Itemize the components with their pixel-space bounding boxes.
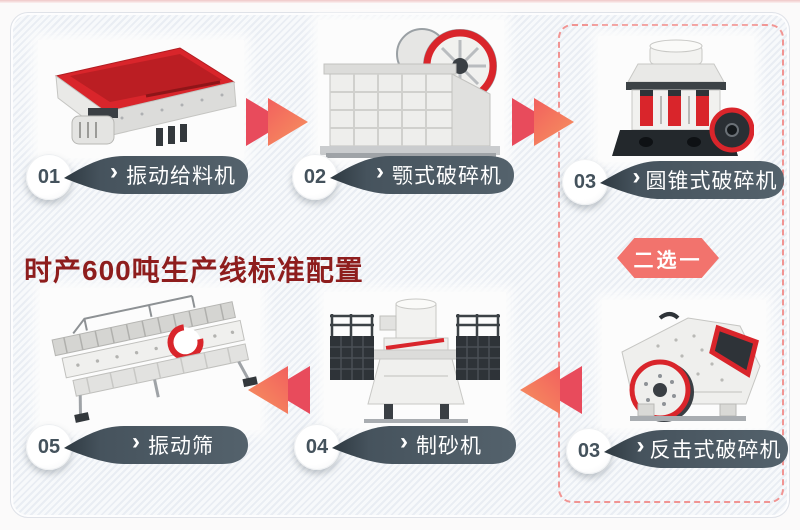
step-number-badge: 01: [26, 154, 72, 200]
label-pill: › 圆锥式破碎机: [598, 157, 786, 203]
step-number-badge: 05: [26, 424, 72, 470]
label-pill: › 颚式破碎机: [328, 152, 516, 198]
flow-arrow-right-icon: [512, 98, 574, 146]
impact-crusher-drawing: [621, 312, 761, 422]
step-number-badge: 03: [562, 159, 608, 205]
station-name: 颚式破碎机: [392, 165, 502, 188]
jaw-crusher-drawing: [320, 28, 500, 158]
sand-maker-image: [324, 292, 506, 428]
arrow-front-triangle: [534, 98, 574, 146]
page-top-accent-line: [0, 0, 800, 3]
station-label-cone-crusher: 03 › 圆锥式破碎机: [562, 155, 794, 207]
vibrating-feeder-image: [38, 40, 244, 158]
choice-group-box: [558, 24, 784, 503]
flow-arrow-left-icon: [248, 366, 310, 414]
vibrating-screen-drawing: [51, 294, 258, 423]
arrow-front-triangle: [520, 366, 560, 414]
vibrating-feeder-drawing: [54, 47, 237, 146]
step-number-badge: 04: [294, 424, 340, 470]
station-label-jaw-crusher: 02 › 颚式破碎机: [292, 150, 524, 202]
label-pill: › 振动筛: [62, 422, 250, 468]
station-name: 振动给料机: [126, 165, 236, 188]
page-title: 时产600吨生产线标准配置: [24, 255, 364, 286]
arrow-front-triangle: [268, 98, 308, 146]
arrow-front-triangle: [248, 366, 288, 414]
label-pill-shape: [64, 426, 248, 464]
flow-arrow-left-icon: [520, 366, 582, 414]
station-name: 制砂机: [416, 435, 482, 458]
cone-crusher-drawing: [612, 39, 754, 156]
station-label-vibrating-feeder: 01 › 振动给料机: [26, 150, 258, 202]
label-pill: › 制砂机: [330, 422, 518, 468]
label-pill-shape: [600, 161, 784, 199]
step-number-badge: 03: [566, 428, 612, 474]
jaw-crusher-image: [318, 20, 504, 160]
station-label-sand-maker: 04 › 制砂机: [294, 420, 526, 472]
label-pill: › 反击式破碎机: [602, 426, 790, 472]
vibrating-screen-image: [40, 288, 260, 430]
station-name: 振动筛: [148, 435, 214, 458]
label-pill-shape: [332, 426, 516, 464]
choice-badge: 二选一: [617, 238, 719, 278]
step-number-badge: 02: [292, 154, 338, 200]
impact-crusher-image: [602, 300, 766, 428]
label-pill-shape: [64, 156, 248, 194]
sand-maker-drawing: [330, 298, 500, 423]
label-pill-shape: [330, 156, 514, 194]
label-pill-shape: [604, 430, 788, 468]
cone-crusher-image: [598, 36, 754, 162]
station-label-vibrating-screen: 05 › 振动筛: [26, 420, 258, 472]
station-name: 反击式破碎机: [649, 439, 782, 462]
station-label-impact-crusher: 03 › 反击式破碎机: [566, 424, 798, 476]
station-name: 圆锥式破碎机: [645, 170, 778, 193]
label-pill: › 振动给料机: [62, 152, 250, 198]
flow-arrow-right-icon: [246, 98, 308, 146]
